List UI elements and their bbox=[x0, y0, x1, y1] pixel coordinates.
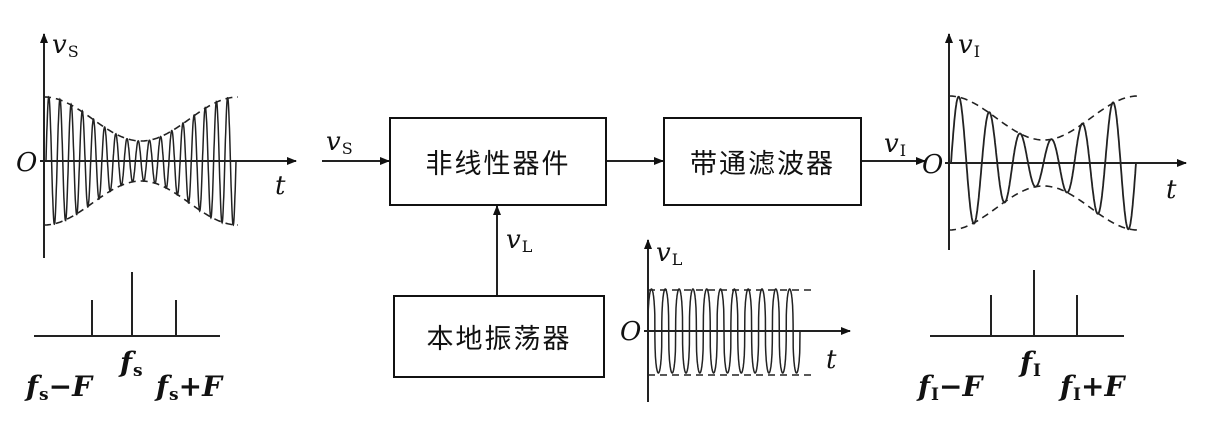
lo-signal-label: vL bbox=[506, 225, 533, 256]
input-signal-label: vS bbox=[326, 127, 353, 158]
output-waveform-time-label: t bbox=[1166, 175, 1177, 205]
output-waveform-y-label: vI bbox=[958, 30, 981, 61]
input-waveform-y-label: vS bbox=[52, 30, 79, 61]
input-spectrum-center-label: fs bbox=[120, 346, 143, 381]
input-waveform-time-label: t bbox=[275, 171, 286, 201]
lo-waveform-origin-label: O bbox=[620, 317, 642, 347]
block-connections bbox=[322, 157, 926, 295]
nonlinear-device-block: 非线性器件 bbox=[389, 117, 607, 206]
input-envelope-lower bbox=[43, 180, 239, 226]
input-spectrum-upper-label: fs+F bbox=[156, 370, 222, 405]
lo-waveform-plot bbox=[644, 239, 851, 402]
input-spectrum-lower-label: fs−F bbox=[26, 370, 92, 405]
input-spectrum bbox=[34, 272, 220, 337]
output-spectrum-center-label: fI bbox=[1020, 346, 1041, 381]
lo-waveform-y-label: vL bbox=[656, 238, 683, 269]
output-spectrum bbox=[930, 270, 1124, 337]
output-spectrum-upper-label: fI+F bbox=[1060, 370, 1125, 405]
lo-carrier-wave bbox=[647, 288, 801, 374]
input-waveform-origin-label: O bbox=[16, 148, 38, 178]
input-waveform-plot bbox=[40, 33, 297, 258]
output-spectrum-lower-label: fI−F bbox=[918, 370, 983, 405]
output-if-wave bbox=[950, 95, 1137, 231]
bandpass-filter-block: 带通滤波器 bbox=[663, 117, 862, 206]
output-signal-label: vI bbox=[884, 129, 907, 160]
local-oscillator-block: 本地振荡器 bbox=[393, 295, 605, 378]
output-waveform-plot bbox=[945, 33, 1187, 250]
input-carrier-wave bbox=[45, 95, 237, 227]
output-waveform-origin-label: O bbox=[922, 150, 944, 180]
lo-waveform-time-label: t bbox=[826, 345, 837, 375]
